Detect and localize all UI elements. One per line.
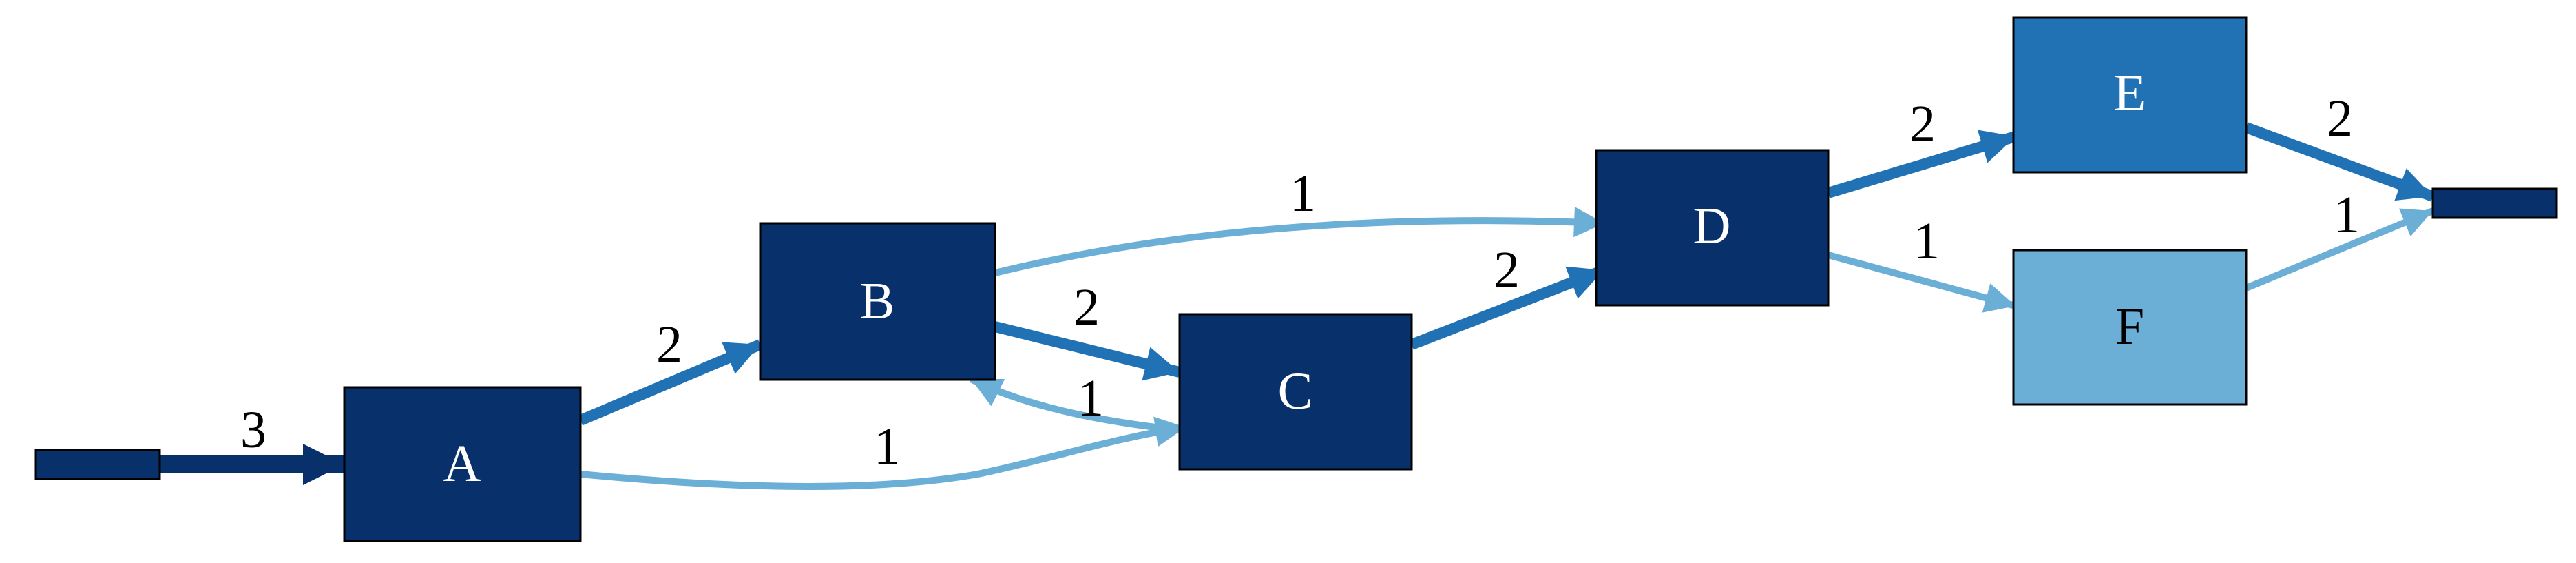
edge-label-a-c: 1 [874,418,900,475]
edge-label-a-b: 2 [656,316,682,373]
edge-e-sink [2244,122,2435,202]
edge-d-f [1827,252,2017,313]
node-sink[interactable] [2431,187,2558,219]
edge-label-source-a: 3 [240,401,266,459]
node-d-label: D [1693,197,1731,255]
edge-a-b [578,339,763,426]
node-f[interactable]: F [2012,249,2248,406]
node-source[interactable] [34,449,161,480]
edge-label-d-f: 1 [1914,212,1940,270]
edge-a-c [580,416,1186,490]
node-c[interactable]: C [1178,313,1413,471]
edge-b-d [994,207,1605,276]
edge-b-c [994,321,1181,381]
edge-label-f-sink: 1 [2334,186,2360,244]
node-e-label: E [2114,64,2146,122]
node-a[interactable]: A [343,386,582,542]
edge-label-e-sink: 2 [2327,90,2353,147]
node-e[interactable]: E [2012,16,2248,174]
edge-f-sink [2245,207,2434,291]
node-a-label: A [443,435,481,493]
node-b[interactable]: B [759,222,996,381]
node-d[interactable]: D [1595,149,1830,307]
edge-label-c-d: 2 [1494,241,1520,299]
node-c-label: C [1278,362,1313,420]
edge-label-c-b: 1 [1078,369,1104,427]
edge-c-b [969,376,1180,433]
nodes: A B C D E F [34,16,2558,542]
edge-c-d [1410,265,1606,350]
edge-label-b-d: 1 [1290,165,1316,223]
edges [160,122,2435,490]
node-b-label: B [860,272,895,330]
edge-labels: 3 2 1 2 1 1 2 2 1 2 1 [240,90,2360,475]
edge-d-e [1826,130,2018,198]
edge-label-b-c: 2 [1074,278,1100,336]
node-f-label: F [2115,298,2144,356]
edge-label-d-e: 2 [1909,95,1936,153]
